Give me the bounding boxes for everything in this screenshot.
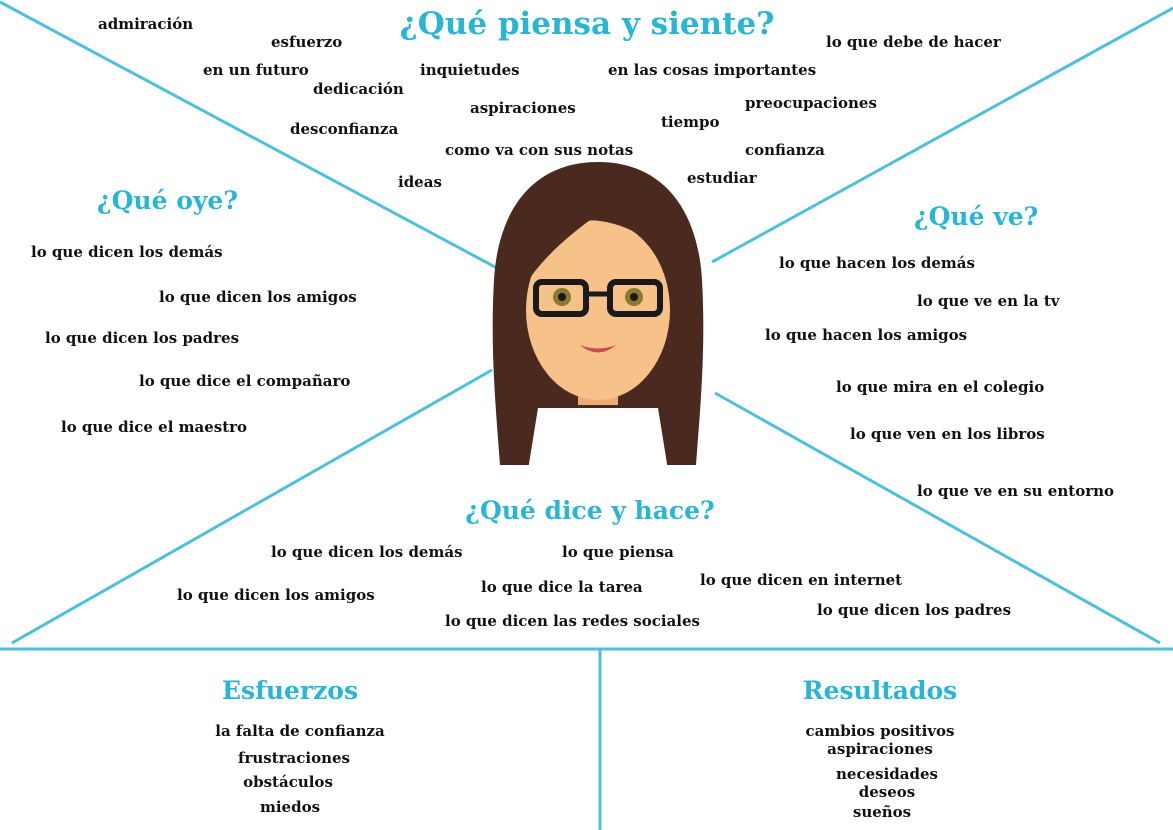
thinks-item: admiración	[98, 15, 194, 33]
girl-with-glasses-icon	[492, 162, 704, 470]
thinks-item: estudiar	[687, 169, 757, 187]
hears-item: lo que dice el compañaro	[139, 372, 351, 390]
results-item: deseos	[858, 783, 916, 801]
thinks-item: preocupaciones	[745, 94, 877, 112]
glasses-right-lens	[607, 279, 663, 317]
face-shape	[526, 220, 670, 400]
thinks-item: esfuerzo	[271, 33, 343, 51]
thinks-item: lo que debe de hacer	[826, 33, 1001, 51]
results-item: cambios positivos	[805, 722, 955, 740]
sees-item: lo que mira en el colegio	[836, 378, 1045, 396]
thinks-item: en un futuro	[203, 61, 309, 79]
thinks-item: tiempo	[661, 113, 720, 131]
bangs	[522, 181, 675, 290]
thinks-item: inquietudes	[420, 61, 520, 79]
says-item: lo que dicen los padres	[817, 601, 1012, 619]
says-item: lo que dicen las redes sociales	[445, 612, 700, 630]
right-pupil	[630, 293, 638, 301]
thinks-item: confianza	[745, 141, 825, 159]
hears-item: lo que dice el maestro	[61, 418, 248, 436]
results-item: sueños	[852, 803, 912, 821]
says-does-title: ¿Qué dice y hace?	[465, 496, 715, 525]
left-pupil	[558, 293, 566, 301]
thinks-item: desconfianza	[290, 120, 399, 138]
hears-item: lo que dicen los amigos	[159, 288, 357, 306]
hears-item: lo que dicen los padres	[45, 329, 240, 347]
sees-item: lo que hacen los amigos	[765, 326, 968, 344]
hears-item: lo que dicen los demás	[31, 243, 223, 261]
says-item: lo que dicen los amigos	[177, 586, 375, 604]
efforts-title: Esfuerzos	[221, 676, 359, 705]
divider-bottom-left	[11, 368, 493, 645]
sees-item: lo que ve en su entorno	[917, 482, 1115, 500]
shirt	[528, 408, 668, 470]
says-item: lo que dicen en internet	[700, 571, 903, 589]
thinks-item: en las cosas importantes	[608, 61, 817, 79]
thinks-item: como va con sus notas	[445, 141, 634, 159]
glasses-left-lens	[533, 279, 589, 317]
thinks-item: dedicación	[313, 80, 404, 98]
results-item: necesidades	[836, 765, 938, 783]
thinks-item: ideas	[398, 173, 442, 191]
sees-item: lo que ve en la tv	[917, 292, 1060, 310]
thinks-feels-title: ¿Qué piensa y siente?	[399, 6, 775, 42]
results-item: aspiraciones	[827, 740, 933, 758]
divider-top-right	[711, 6, 1173, 264]
efforts-item: la falta de confianza	[215, 722, 385, 740]
divider-top-left	[0, 0, 511, 277]
efforts-item: miedos	[259, 798, 321, 816]
sees-item: lo que hacen los demás	[779, 254, 975, 272]
sees-title: ¿Qué ve?	[914, 202, 1039, 231]
divider-bottom-right	[714, 391, 1161, 645]
results-title: Resultados	[802, 676, 958, 705]
sees-item: lo que ven en los libros	[850, 425, 1045, 443]
hears-title: ¿Qué oye?	[97, 186, 238, 215]
says-item: lo que dicen los demás	[271, 543, 463, 561]
efforts-item: frustraciones	[238, 749, 350, 767]
efforts-item: obstáculos	[243, 773, 333, 791]
thinks-item: aspiraciones	[470, 99, 576, 117]
says-item: lo que piensa	[562, 543, 674, 561]
says-item: lo que dice la tarea	[481, 578, 643, 596]
mouth	[580, 345, 616, 353]
